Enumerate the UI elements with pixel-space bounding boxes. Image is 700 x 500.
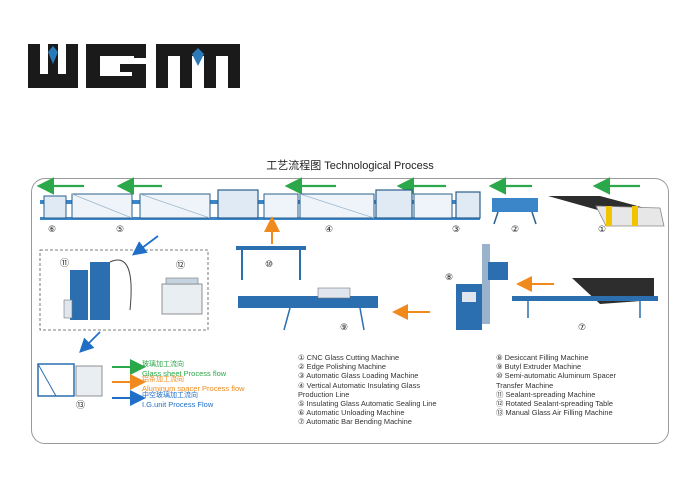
machine-item: Transfer Machine	[496, 380, 554, 390]
step-3-label: ③	[452, 225, 460, 235]
legend-arrows	[112, 359, 146, 406]
step-labels-top: ⑥ ⑤ ④ ③ ② ①	[48, 225, 606, 235]
machine-item: ⑥ Automatic Unloading Machine	[298, 408, 405, 418]
sealant-spreading-machine	[63, 259, 132, 320]
step-10-label: ⑩	[265, 260, 273, 270]
legend-glass-en: Glass sheet Process flow	[142, 369, 227, 378]
desiccant-filling-machine	[456, 244, 508, 330]
spacer-flow-arrows	[264, 216, 554, 320]
machine-item: ⑦ Automatic Bar Bending Machine	[298, 417, 412, 427]
step-5-label: ⑤	[116, 225, 124, 235]
machine-item: ③ Automatic Glass Loading Machine	[298, 371, 419, 381]
legend-glass: 玻璃加工流向 Glass sheet Process flow	[142, 360, 226, 378]
ig-flow-arrows	[79, 235, 159, 353]
machine-item: ⑨ Butyl Extruder Machine	[496, 362, 582, 372]
legend-spacer: 铝条加工流向 Aluminum spacer Process flow	[142, 375, 245, 393]
machine-item: ⑫ Rotated Sealant-spreading Table	[496, 399, 613, 409]
step-11-label: ⑪	[60, 258, 69, 269]
machine-item: ⑪ Sealant-spreading Machine	[496, 389, 596, 399]
polishing-machine	[492, 198, 538, 225]
step-9-label: ⑨	[340, 323, 348, 333]
sealant-group-box	[39, 249, 209, 331]
bar-bending-machine	[512, 278, 658, 318]
machine-item: ⑩ Semi-automatic Aluminum Spacer	[496, 371, 616, 381]
diagram-title: 工艺流程图 Technological Process	[266, 160, 434, 172]
legend-spacer-cn: 铝条加工流向	[142, 375, 184, 383]
butyl-extruder	[238, 287, 378, 331]
machine-list-left: ① CNC Glass Cutting Machine ② Edge Polis…	[298, 353, 437, 427]
legend-glass-cn: 玻璃加工流向	[142, 360, 184, 368]
machine-item: ① CNC Glass Cutting Machine	[298, 353, 400, 362]
machine-item: ⑤ Insulating Glass Automatic Sealing Lin…	[298, 399, 437, 409]
machine-item: Production Line	[298, 389, 350, 399]
production-line	[40, 189, 481, 220]
cutting-table	[548, 196, 665, 227]
step-6-label: ⑥	[48, 225, 56, 235]
legend-ig: 中空玻璃加工流向 I.G.unit Process Flow	[142, 391, 213, 409]
step-2-label: ②	[511, 225, 519, 235]
legend-ig-cn: 中空玻璃加工流向	[142, 391, 198, 399]
step-13-label: ⑬	[76, 400, 85, 411]
step-1-label: ①	[598, 225, 606, 235]
step-7-label: ⑦	[578, 323, 586, 333]
machine-item: ⑧ Desiccant Filling Machine	[496, 353, 589, 362]
step-4-label: ④	[325, 225, 333, 235]
gas-filling-machine	[37, 363, 103, 397]
machine-item: ⑬ Manual Glass Air Filling Machine	[496, 408, 613, 418]
step-8-label: ⑧	[445, 273, 453, 283]
rotated-sealant-table	[161, 277, 203, 315]
wgm-logo	[28, 44, 240, 88]
legend-spacer-en: Aluminum spacer Process flow	[142, 384, 245, 393]
step-12-label: ⑫	[176, 260, 185, 271]
machine-item: ② Edge Polishing Machine	[298, 362, 386, 372]
spacer-transfer-machine	[236, 246, 306, 280]
process-frame	[31, 178, 669, 444]
machine-list-right: ⑧ Desiccant Filling Machine ⑨ Butyl Extr…	[496, 353, 616, 417]
machine-item: ④ Vertical Automatic Insulating Glass	[298, 380, 421, 390]
legend-ig-en: I.G.unit Process Flow	[142, 400, 214, 409]
